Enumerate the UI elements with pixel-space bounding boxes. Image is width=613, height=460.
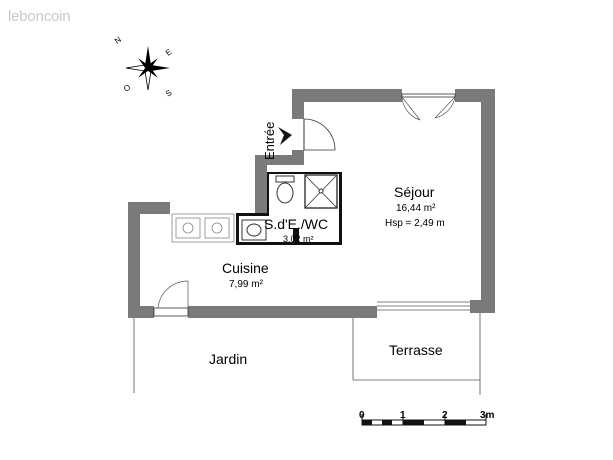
compass-n-label: N [113, 35, 123, 46]
cuisine-name: Cuisine [222, 260, 269, 276]
scale-tick-0: 0 [359, 410, 365, 421]
scale-tick-2: 2 [442, 410, 448, 421]
scale-tick-1: 1 [400, 410, 406, 421]
compass-rose-icon [125, 46, 170, 91]
jardin-label: Jardin [209, 351, 248, 367]
sliding-bay-window [377, 301, 470, 311]
sde-name: S.d'E./WC [264, 216, 329, 232]
compass-s-label: S [164, 88, 174, 98]
entree-label: Entrée [262, 121, 277, 160]
sde-area: 3,02 m² [283, 234, 314, 244]
exterior-walls [128, 89, 495, 318]
sejour-area: 16,44 m² [396, 203, 436, 214]
outdoor-outlines [133, 313, 481, 395]
terrasse-label: Terrasse [389, 342, 443, 358]
sejour-height: Hsp = 2,49 m [385, 218, 445, 229]
entry-arrow-icon [278, 127, 292, 145]
sejour-window [401, 93, 456, 121]
cuisine-area: 7,99 m² [229, 279, 263, 290]
compass-o-label: O [122, 83, 132, 94]
shower-icon [304, 174, 338, 209]
toilet-icon [275, 175, 295, 204]
compass-e-label: E [164, 47, 174, 57]
sink-icon [241, 219, 267, 241]
interior-walls [236, 172, 342, 245]
watermark-logo: leboncoin [8, 8, 71, 25]
kitchen-door [153, 280, 189, 317]
scale-bar [361, 414, 487, 426]
entry-door [303, 118, 336, 151]
kitchen-counter [171, 213, 235, 243]
scale-tick-3m: 3m [480, 410, 495, 421]
sejour-name: Séjour [394, 184, 435, 200]
